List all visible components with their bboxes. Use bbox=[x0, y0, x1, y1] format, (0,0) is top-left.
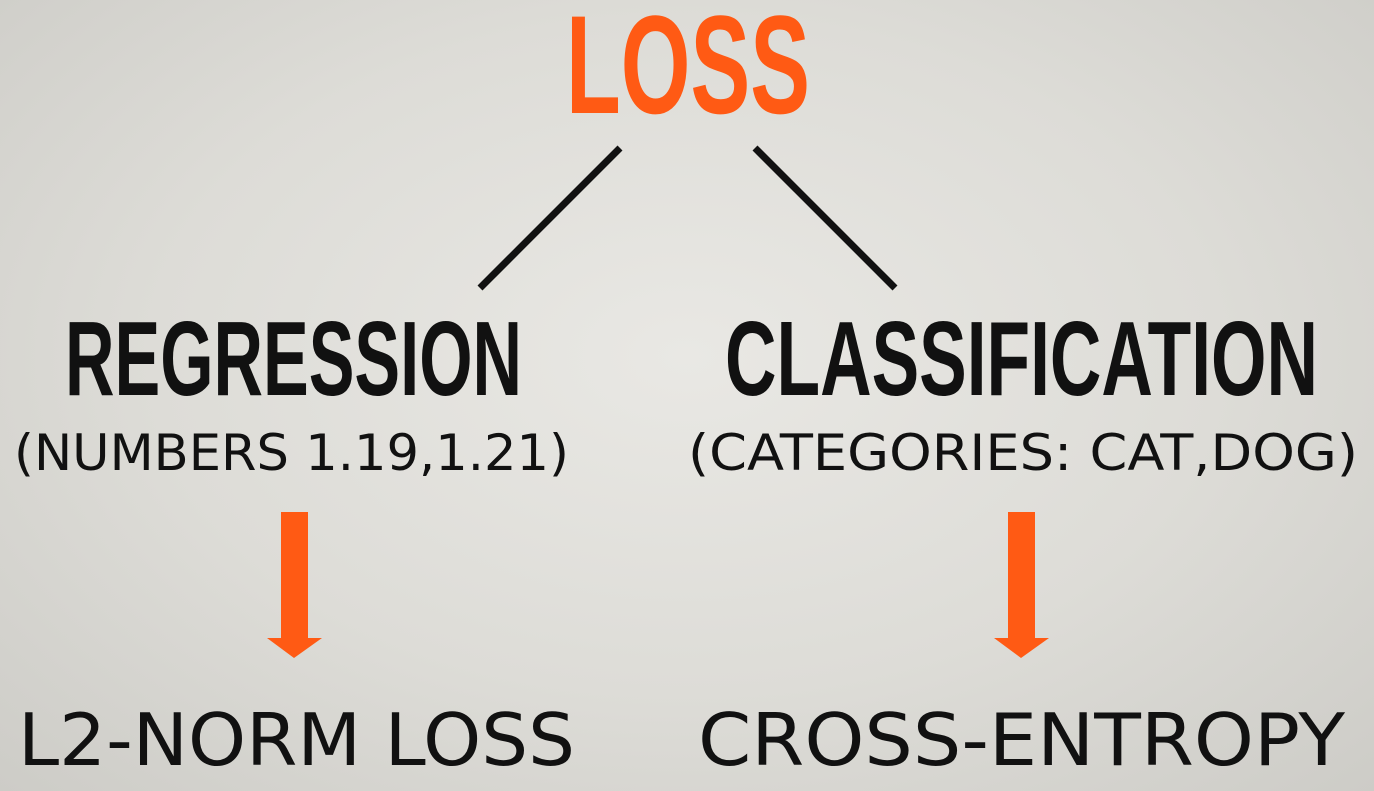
branch-subtitle-classification: (CATEGORIES: CAT,DOG) bbox=[688, 424, 1358, 482]
connector-right bbox=[752, 145, 898, 291]
result-regression: L2-NORM LOSS bbox=[18, 698, 575, 782]
arrow-down-icon bbox=[994, 512, 1049, 658]
branch-subtitle-regression: (NUMBERS 1.19,1.21) bbox=[14, 424, 569, 482]
connector-left bbox=[477, 145, 623, 291]
arrow-down-icon bbox=[267, 512, 322, 658]
root-title: LOSS bbox=[566, 0, 810, 143]
branch-title-classification: CLASSIFICATION bbox=[725, 300, 1318, 418]
branch-title-regression: REGRESSION bbox=[65, 300, 522, 418]
result-classification: CROSS-ENTROPY bbox=[698, 698, 1346, 782]
